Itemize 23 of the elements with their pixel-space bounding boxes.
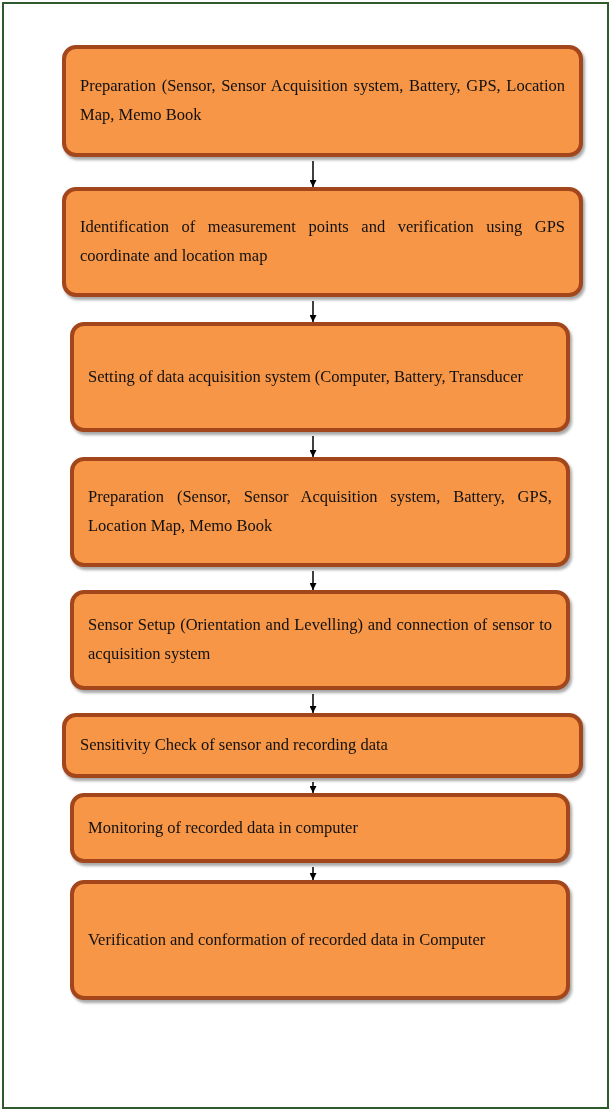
arrow	[309, 160, 317, 188]
step-text: Sensitivity Check of sensor and recording data	[80, 734, 389, 757]
arrow	[309, 435, 317, 458]
step-text: Identification of measurement points and verification using GPS coordinate and location map	[80, 216, 565, 267]
step-text: Setting of data acquisition system (Computer, Battery, Transducer	[88, 365, 524, 388]
arrow	[309, 866, 317, 881]
arrow	[309, 781, 317, 794]
arrow	[309, 693, 317, 714]
step-text: Monitoring of recorded data in computer	[88, 816, 359, 839]
arrow	[309, 570, 317, 591]
process-box	[70, 793, 570, 863]
step-text: Sensor Setup (Orientation and Levelling) and connection of sensor to acquisition system	[88, 614, 552, 665]
process-box	[62, 713, 583, 778]
process-box	[70, 880, 570, 1000]
process-box	[70, 322, 570, 432]
step-text: Preparation (Sensor, Sensor Acquisition system, Battery, GPS, Location Map, Memo Book	[88, 486, 552, 537]
process-box	[70, 590, 570, 690]
arrow	[309, 300, 317, 323]
step-text: Preparation (Sensor, Sensor Acquisition system, Battery, GPS, Location Map, Memo Book	[80, 75, 565, 126]
process-box	[62, 45, 583, 157]
process-box	[70, 457, 570, 567]
step-text: Verification and conformation of recorded data in Computer	[88, 928, 487, 951]
process-box	[62, 187, 583, 297]
